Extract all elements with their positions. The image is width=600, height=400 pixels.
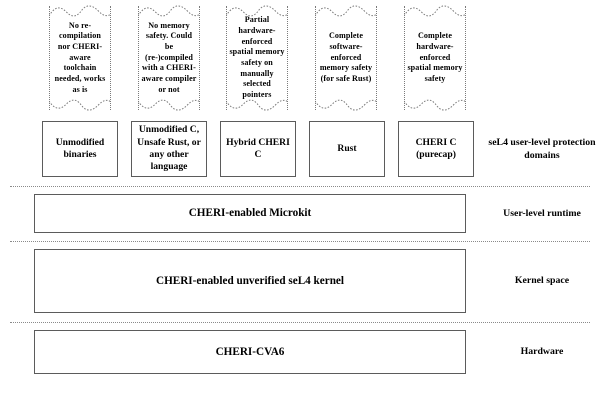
layer-box-label: CHERI-enabled unverified seL4 kernel	[155, 274, 344, 287]
torn-edge-top-icon	[315, 5, 377, 18]
layer-box-label: CHERI-CVA6	[215, 345, 285, 358]
protection-domain-label: CHERI C (purecap)	[415, 136, 457, 160]
side-label-kernel-space: Kernel space	[486, 249, 598, 313]
annotation-card-rust: Complete software-enforced memory safety…	[315, 5, 377, 111]
protection-domain-label: Unmodified binaries	[55, 136, 105, 160]
protection-domain-label: Rust	[337, 142, 357, 154]
annotation-text: Complete software-enforced memory safety…	[319, 31, 373, 83]
layer-separator-hardware	[10, 322, 590, 323]
annotation-text: No memory safety. Could be (re-)compiled…	[141, 20, 197, 94]
protection-domain-box-cheri-c-purecap[interactable]: CHERI C (purecap)	[398, 121, 474, 177]
layer-box-label: CHERI-enabled Microkit	[188, 207, 312, 220]
side-label-hardware: Hardware	[486, 330, 598, 374]
side-label-protection-domains: seL4 user-level protection domains	[486, 121, 598, 177]
annotation-text: Complete hardware-enforced spatial memor…	[407, 31, 463, 83]
protection-domain-label: Hybrid CHERI C	[226, 136, 290, 160]
torn-edge-bottom-icon	[315, 98, 377, 111]
layer-box-kernel[interactable]: CHERI-enabled unverified seL4 kernel	[34, 249, 466, 313]
annotation-card-cheri-c-purecap: Complete hardware-enforced spatial memor…	[404, 5, 466, 111]
layer-box-hardware[interactable]: CHERI-CVA6	[34, 330, 466, 374]
protection-domain-box-hybrid-cheri-c[interactable]: Hybrid CHERI C	[220, 121, 296, 177]
annotation-card-unmodified-binaries: No re-compilation nor CHERI-aware toolch…	[49, 5, 111, 111]
torn-edge-top-icon	[404, 5, 466, 18]
torn-edge-top-icon	[49, 5, 111, 18]
annotation-text: No re-compilation nor CHERI-aware toolch…	[54, 20, 106, 94]
torn-edge-bottom-icon	[49, 98, 111, 111]
side-label-text: User-level runtime	[503, 207, 581, 219]
layer-separator-userlevel	[10, 186, 590, 187]
torn-edge-top-icon	[138, 5, 200, 18]
protection-domain-box-unmodified-c[interactable]: Unmodified C, Unsafe Rust, or any other …	[131, 121, 207, 177]
annotation-card-hybrid-cheri-c: Partial hardware-enforced spatial memory…	[226, 5, 288, 111]
side-label-text: Hardware	[520, 346, 564, 358]
layer-separator-kernel	[10, 241, 590, 242]
torn-edge-bottom-icon	[138, 98, 200, 111]
annotation-card-unmodified-c: No memory safety. Could be (re-)compiled…	[138, 5, 200, 111]
layer-box-user-level-runtime[interactable]: CHERI-enabled Microkit	[34, 194, 466, 233]
protection-domain-box-rust[interactable]: Rust	[309, 121, 385, 177]
side-label-text: Kernel space	[514, 275, 570, 287]
side-label-text: seL4 user-level protection domains	[488, 136, 596, 161]
protection-domain-label: Unmodified C, Unsafe Rust, or any other …	[137, 124, 201, 173]
protection-domain-box-unmodified-binaries[interactable]: Unmodified binaries	[42, 121, 118, 177]
torn-edge-bottom-icon	[404, 98, 466, 111]
side-label-user-level-runtime: User-level runtime	[486, 194, 598, 233]
annotation-text: Partial hardware-enforced spatial memory…	[229, 15, 285, 100]
